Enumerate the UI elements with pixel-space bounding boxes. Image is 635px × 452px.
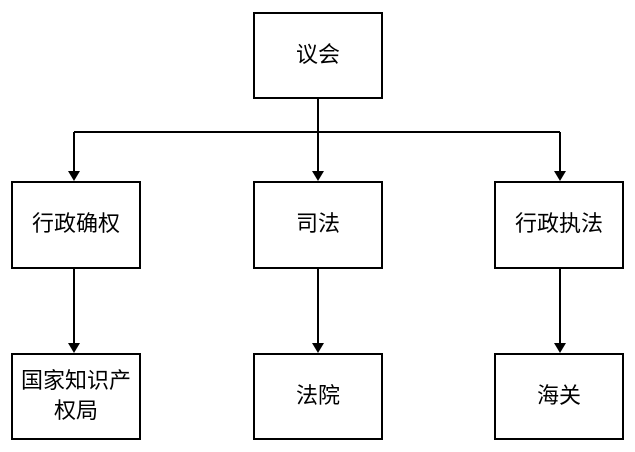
node-label: 议会 [295,42,340,68]
node-administrative-enforcement: 行政执法 [494,181,624,269]
node-label: 行政执法 [514,212,603,237]
node-label: 国家知识产权局 [20,368,131,424]
node-court: 法院 [253,353,383,440]
node-label: 海关 [536,383,581,409]
node-customs: 海关 [494,353,624,440]
node-judiciary: 司法 [253,181,383,269]
node-administrative-confirmation: 行政确权 [11,181,141,269]
node-label: 行政确权 [31,212,120,237]
node-label: 司法 [295,212,340,237]
node-label: 法院 [295,383,340,409]
node-national-ip-office: 国家知识产权局 [11,353,141,440]
node-parliament: 议会 [253,12,383,99]
